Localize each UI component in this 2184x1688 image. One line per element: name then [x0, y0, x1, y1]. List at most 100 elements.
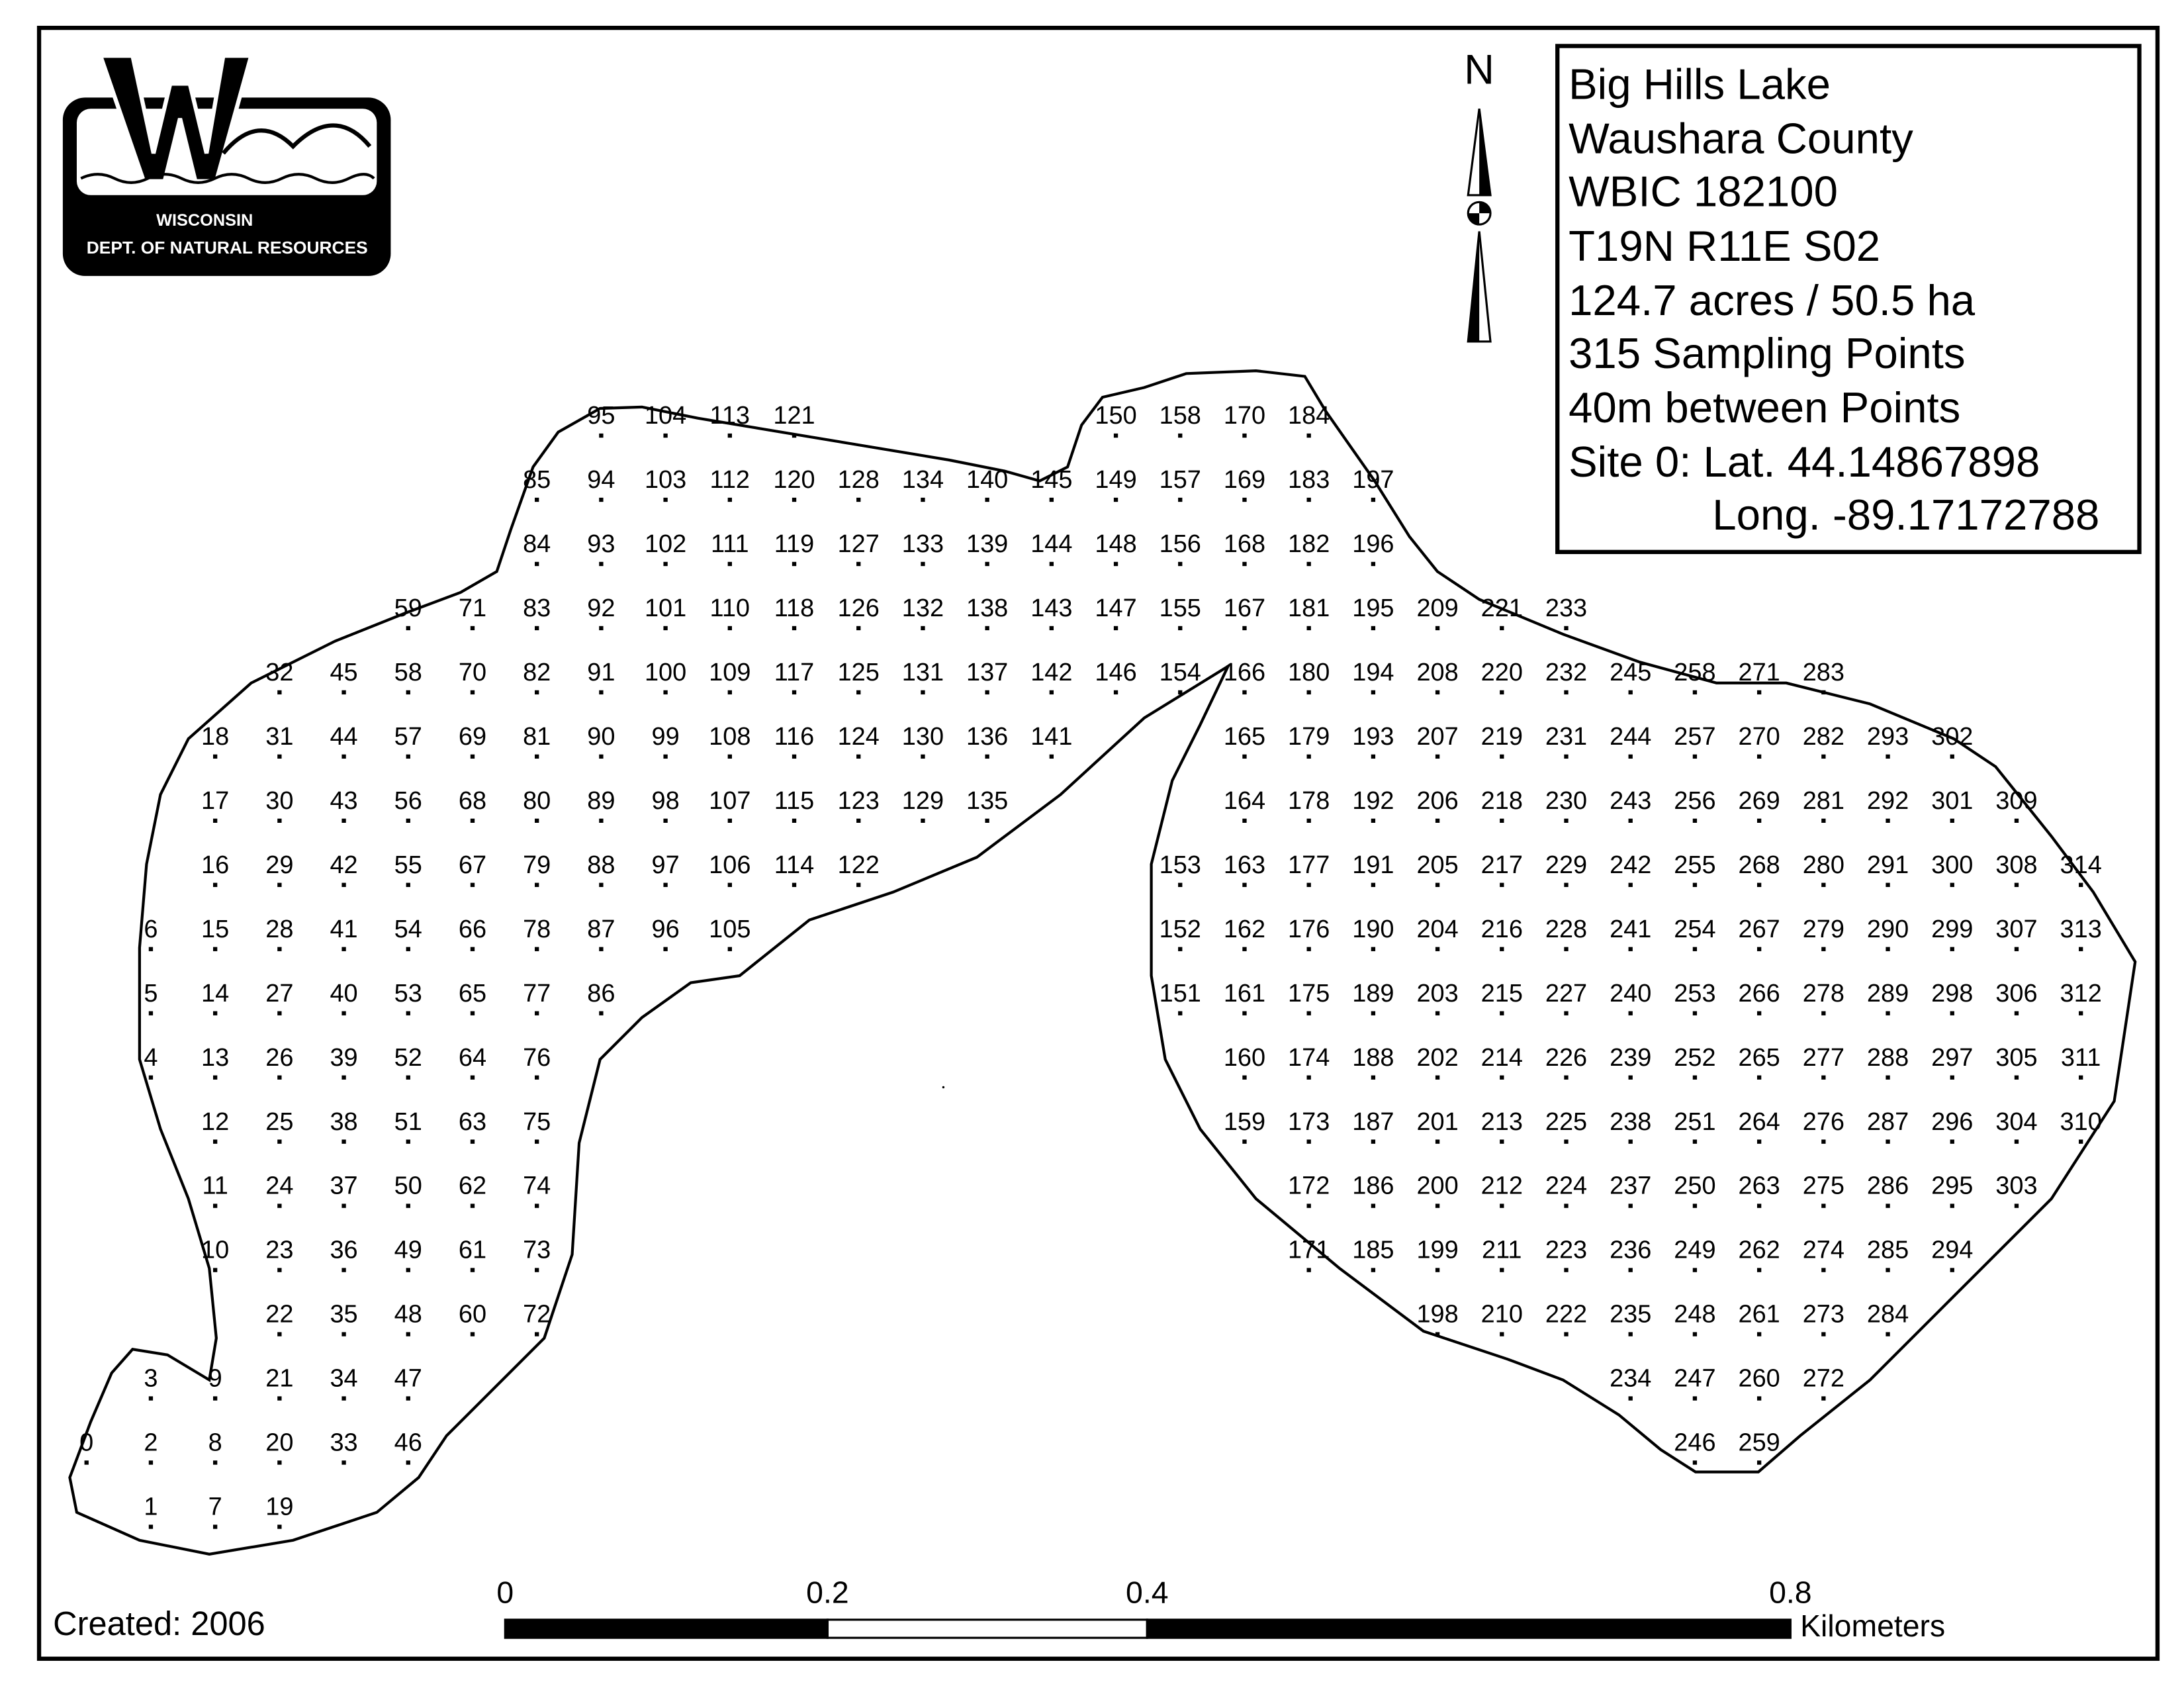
sampling-point-label: 120: [773, 466, 815, 494]
sampling-point-marker: [1306, 1011, 1311, 1015]
sampling-point-marker: [1564, 754, 1569, 759]
info-trs: T19N R11E S02: [1569, 222, 1880, 270]
sampling-point-label: 217: [1481, 851, 1523, 879]
sampling-point-label: 230: [1545, 787, 1587, 815]
sampling-point-label: 288: [1867, 1044, 1909, 1072]
sampling-point-marker: [599, 561, 604, 567]
sampling-point-marker: [1242, 1139, 1247, 1144]
sampling-point-marker: [1049, 690, 1054, 695]
sampling-point-label: 224: [1545, 1172, 1587, 1200]
info-area: 124.7 acres / 50.5 ha: [1569, 276, 1976, 324]
sampling-point-marker: [1692, 1332, 1698, 1336]
sampling-point-marker: [470, 1268, 475, 1272]
sampling-point-marker: [341, 1396, 346, 1401]
sampling-point-marker: [1692, 690, 1698, 695]
sampling-point-marker: [1756, 1332, 1762, 1336]
sampling-point-marker: [727, 626, 732, 631]
sampling-point-marker: [1371, 497, 1376, 502]
sampling-point-marker: [535, 1268, 539, 1272]
sampling-point-label: 257: [1674, 723, 1715, 751]
sampling-point-marker: [406, 1075, 410, 1080]
sampling-point-label: 268: [1738, 851, 1780, 879]
sampling-point-label: 264: [1738, 1108, 1780, 1136]
sampling-point-marker: [1692, 754, 1698, 759]
sampling-point-marker: [341, 754, 346, 759]
sampling-point-marker: [1628, 1203, 1633, 1208]
sampling-point-label: 71: [459, 594, 486, 622]
sampling-point-label: 212: [1481, 1172, 1523, 1200]
sampling-point-marker: [1692, 947, 1698, 951]
sampling-point-label: 106: [709, 851, 751, 879]
sampling-point-label: 41: [330, 915, 357, 943]
sampling-point-marker: [470, 1075, 475, 1080]
sampling-point-label: 256: [1674, 787, 1715, 815]
sampling-point-label: 250: [1674, 1172, 1715, 1200]
sampling-point-label: 267: [1738, 915, 1780, 943]
sampling-point-marker: [1049, 754, 1054, 759]
sampling-point-label: 300: [1931, 851, 1973, 879]
sampling-point-label: 153: [1160, 851, 1201, 879]
sampling-point-label: 294: [1931, 1237, 1973, 1264]
sampling-point-marker: [727, 818, 732, 823]
sampling-point-label: 67: [459, 851, 486, 879]
sampling-point-marker: [792, 882, 797, 887]
north-label: N: [1464, 46, 1494, 93]
sampling-point-marker: [1178, 626, 1183, 631]
sampling-point-label: 214: [1481, 1044, 1523, 1072]
sampling-point-label: 70: [459, 659, 486, 686]
sampling-point-marker: [212, 1011, 218, 1015]
sampling-point-marker: [1242, 1011, 1247, 1015]
sampling-point-marker: [1564, 1011, 1569, 1015]
sampling-point-marker: [406, 818, 410, 823]
sampling-point-marker: [792, 433, 797, 438]
sampling-point-marker: [1371, 1203, 1376, 1208]
sampling-point-marker: [1242, 818, 1247, 823]
sampling-point-label: 314: [2060, 851, 2102, 879]
info-spacing: 40m between Points: [1569, 383, 1960, 432]
sampling-point-marker: [1371, 561, 1376, 567]
sampling-point-label: 2: [144, 1429, 158, 1457]
sampling-point-label: 137: [966, 659, 1008, 686]
info-lake-name: Big Hills Lake: [1569, 60, 1831, 109]
sampling-point-marker: [1564, 626, 1569, 631]
sampling-point-label: 124: [838, 723, 880, 751]
sampling-point-label: 24: [265, 1172, 293, 1200]
sampling-point-marker: [1950, 1139, 1954, 1144]
sampling-point-marker: [856, 882, 861, 887]
sampling-point-label: 18: [201, 723, 229, 751]
sampling-point-marker: [470, 1332, 475, 1336]
sampling-point-label: 165: [1224, 723, 1265, 751]
sampling-point-marker: [406, 754, 410, 759]
sampling-point-marker: [985, 690, 989, 695]
sampling-point-marker: [148, 1460, 154, 1465]
sampling-point-label: 141: [1030, 723, 1072, 751]
sampling-point-marker: [1756, 882, 1762, 887]
sampling-point-marker: [341, 1268, 346, 1272]
sampling-point-marker: [1113, 626, 1118, 631]
sampling-point-marker: [1113, 497, 1118, 502]
sampling-point-label: 53: [394, 980, 422, 1008]
sampling-point-label: 148: [1095, 530, 1136, 558]
sampling-point-marker: [1113, 433, 1118, 438]
sampling-point-marker: [985, 754, 989, 759]
sampling-point-label: 146: [1095, 659, 1136, 686]
sampling-point-label: 4: [144, 1044, 158, 1072]
sampling-point-marker: [212, 947, 218, 951]
sampling-point-marker: [84, 1460, 89, 1465]
sampling-point-marker: [1950, 1203, 1954, 1208]
sampling-point-label: 279: [1803, 915, 1844, 943]
sampling-point-marker: [212, 1460, 218, 1465]
sampling-point-marker: [1242, 626, 1247, 631]
sampling-point-label: 123: [838, 787, 880, 815]
sampling-point-label: 306: [1995, 980, 2037, 1008]
sampling-point-label: 277: [1803, 1044, 1844, 1072]
sampling-point-label: 150: [1095, 402, 1136, 430]
sampling-point-marker: [1564, 947, 1569, 951]
sampling-point-marker: [1628, 1075, 1633, 1080]
sampling-point-marker: [1628, 818, 1633, 823]
sampling-point-marker: [1886, 882, 1890, 887]
sampling-point-label: 266: [1738, 980, 1780, 1008]
sampling-point-label: 78: [523, 915, 551, 943]
sampling-point-marker: [727, 433, 732, 438]
sampling-point-label: 162: [1224, 915, 1265, 943]
